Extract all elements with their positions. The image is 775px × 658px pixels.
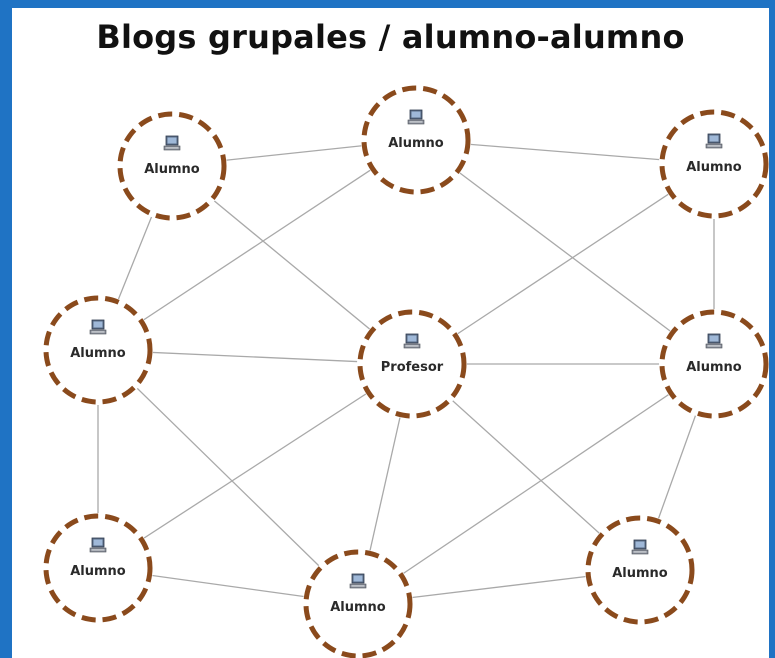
connection-line-n2-n4	[97, 139, 417, 351]
connection-line-n2-n6	[415, 139, 715, 365]
node-alumno-n9: Alumno	[585, 515, 695, 625]
node-profesor-n5: Profesor	[357, 309, 467, 419]
node-dashed-ring	[585, 515, 695, 625]
computer-icon	[163, 135, 181, 151]
node-label: Alumno	[144, 162, 200, 177]
node-alumno-n4: Alumno	[43, 295, 153, 405]
node-alumno-n7: Alumno	[43, 513, 153, 623]
computer-icon	[631, 539, 649, 555]
computer-icon	[705, 333, 723, 349]
node-dashed-ring	[117, 111, 227, 221]
node-dashed-ring	[43, 295, 153, 405]
node-label: Profesor	[381, 360, 444, 375]
computer-icon	[89, 537, 107, 553]
node-label: Alumno	[388, 136, 444, 151]
connection-line-n5-n7	[97, 363, 413, 569]
node-dashed-ring	[361, 85, 471, 195]
node-alumno-n6: Alumno	[659, 309, 769, 419]
node-label: Alumno	[686, 360, 742, 375]
node-dashed-ring	[43, 513, 153, 623]
node-label: Alumno	[330, 600, 386, 615]
node-dashed-ring	[659, 309, 769, 419]
connection-line-n6-n8	[357, 363, 715, 605]
computer-icon	[407, 109, 425, 125]
node-alumno-n2: Alumno	[361, 85, 471, 195]
node-dashed-ring	[357, 309, 467, 419]
node-alumno-n3: Alumno	[659, 109, 769, 219]
page-title: Blogs grupales / alumno-alumno	[96, 18, 685, 56]
node-alumno-n8: Alumno	[303, 549, 413, 658]
node-dashed-ring	[659, 109, 769, 219]
node-label: Alumno	[70, 564, 126, 579]
node-label: Alumno	[70, 346, 126, 361]
computer-icon	[705, 133, 723, 149]
computer-icon	[89, 319, 107, 335]
connection-line-n4-n8	[97, 349, 359, 605]
node-dashed-ring	[303, 549, 413, 658]
connection-line-n3-n5	[411, 163, 715, 365]
computer-icon	[403, 333, 421, 349]
node-alumno-n1: Alumno	[117, 111, 227, 221]
node-label: Alumno	[612, 566, 668, 581]
computer-icon	[349, 573, 367, 589]
node-label: Alumno	[686, 160, 742, 175]
